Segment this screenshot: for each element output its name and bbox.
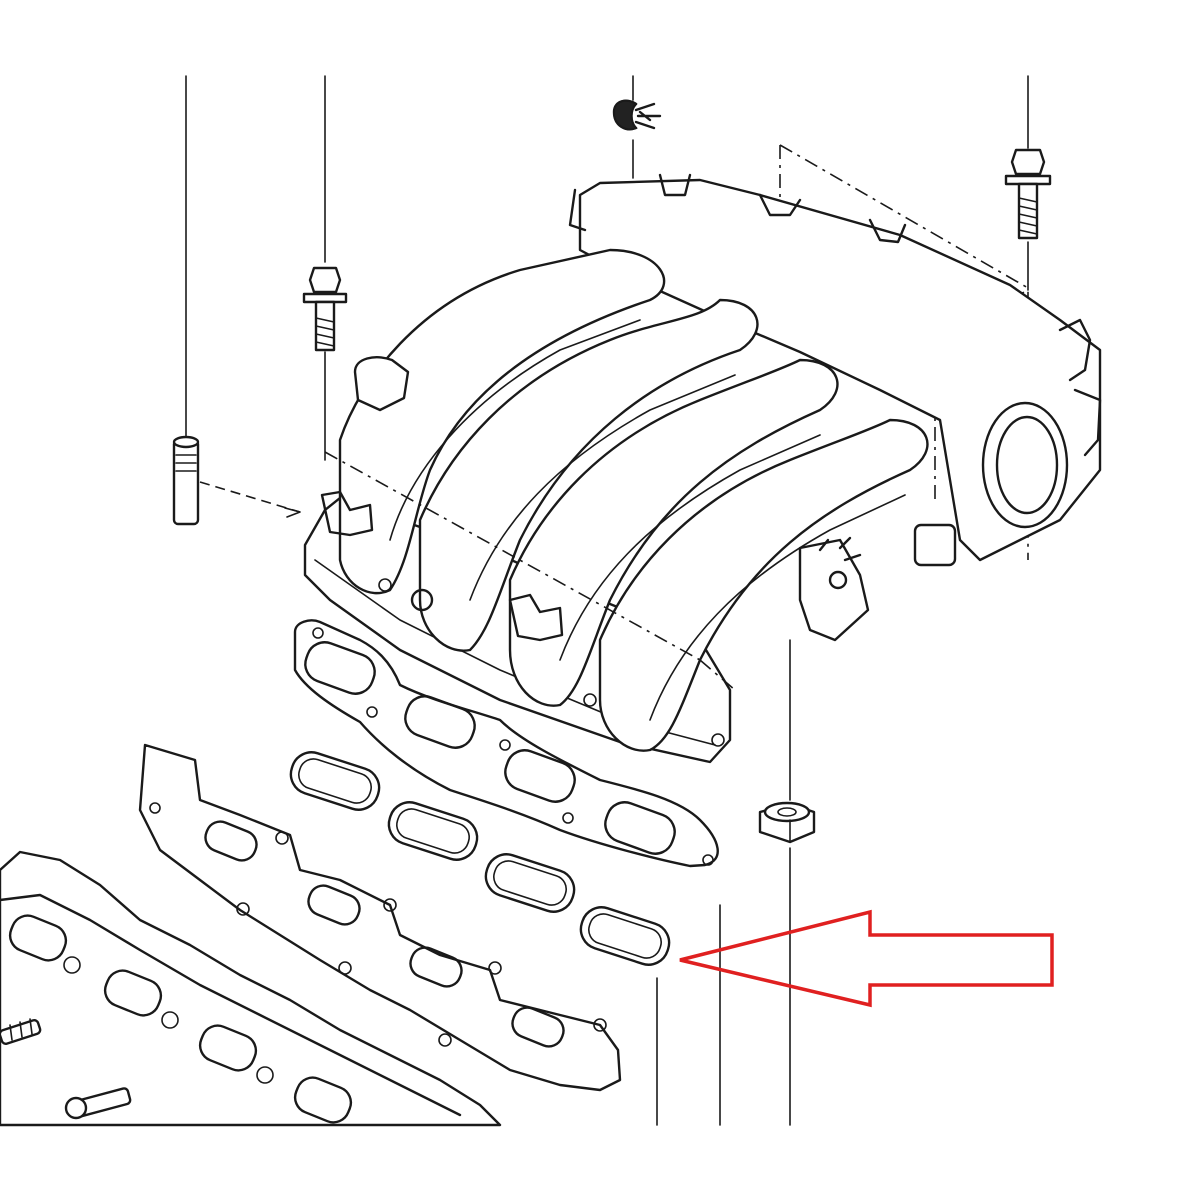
cylinder-head <box>0 850 502 1127</box>
manifold-bolt-right <box>1004 148 1052 240</box>
manifold-nut <box>758 801 816 844</box>
manifold-bolt-left <box>302 266 348 352</box>
intake-manifold <box>303 173 1102 764</box>
highlight-arrow <box>679 909 1054 1008</box>
locating-dowel <box>172 435 200 526</box>
exhaust-gasket <box>138 743 622 1092</box>
manifold-gasket <box>293 619 719 868</box>
port-seal-rings <box>289 751 671 966</box>
wiring-clip <box>612 99 662 131</box>
mounting-plane-outline <box>779 144 1029 560</box>
